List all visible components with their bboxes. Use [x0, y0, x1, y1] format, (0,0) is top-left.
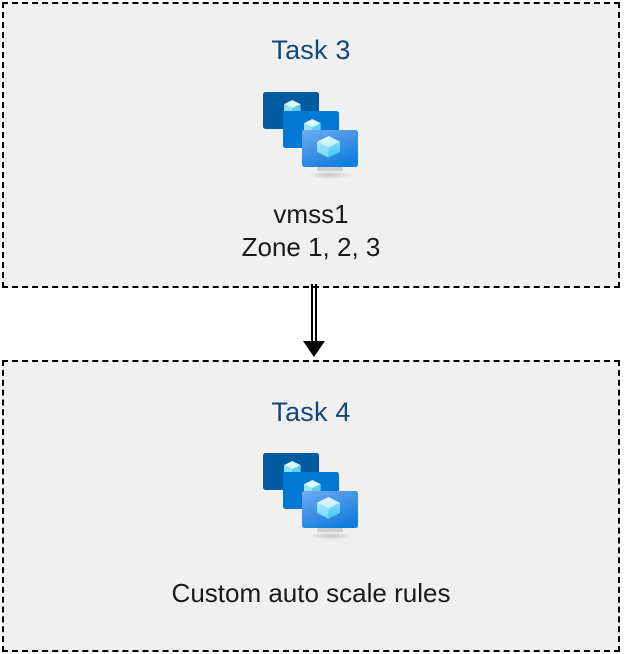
task-box-task3[interactable]: Task 3 [2, 2, 620, 288]
task-caption: vmss1 Zone 1, 2, 3 [241, 199, 381, 262]
connector-arrow-task3-to-task4 [303, 284, 325, 357]
task-title: Task 4 [271, 397, 351, 427]
task-box-task4[interactable]: Task 4 [2, 360, 620, 652]
vmss-icon [263, 92, 358, 179]
task-title: Task 3 [271, 35, 351, 65]
task-caption: Custom auto scale rules [171, 578, 451, 608]
vmss-icon [263, 453, 358, 540]
